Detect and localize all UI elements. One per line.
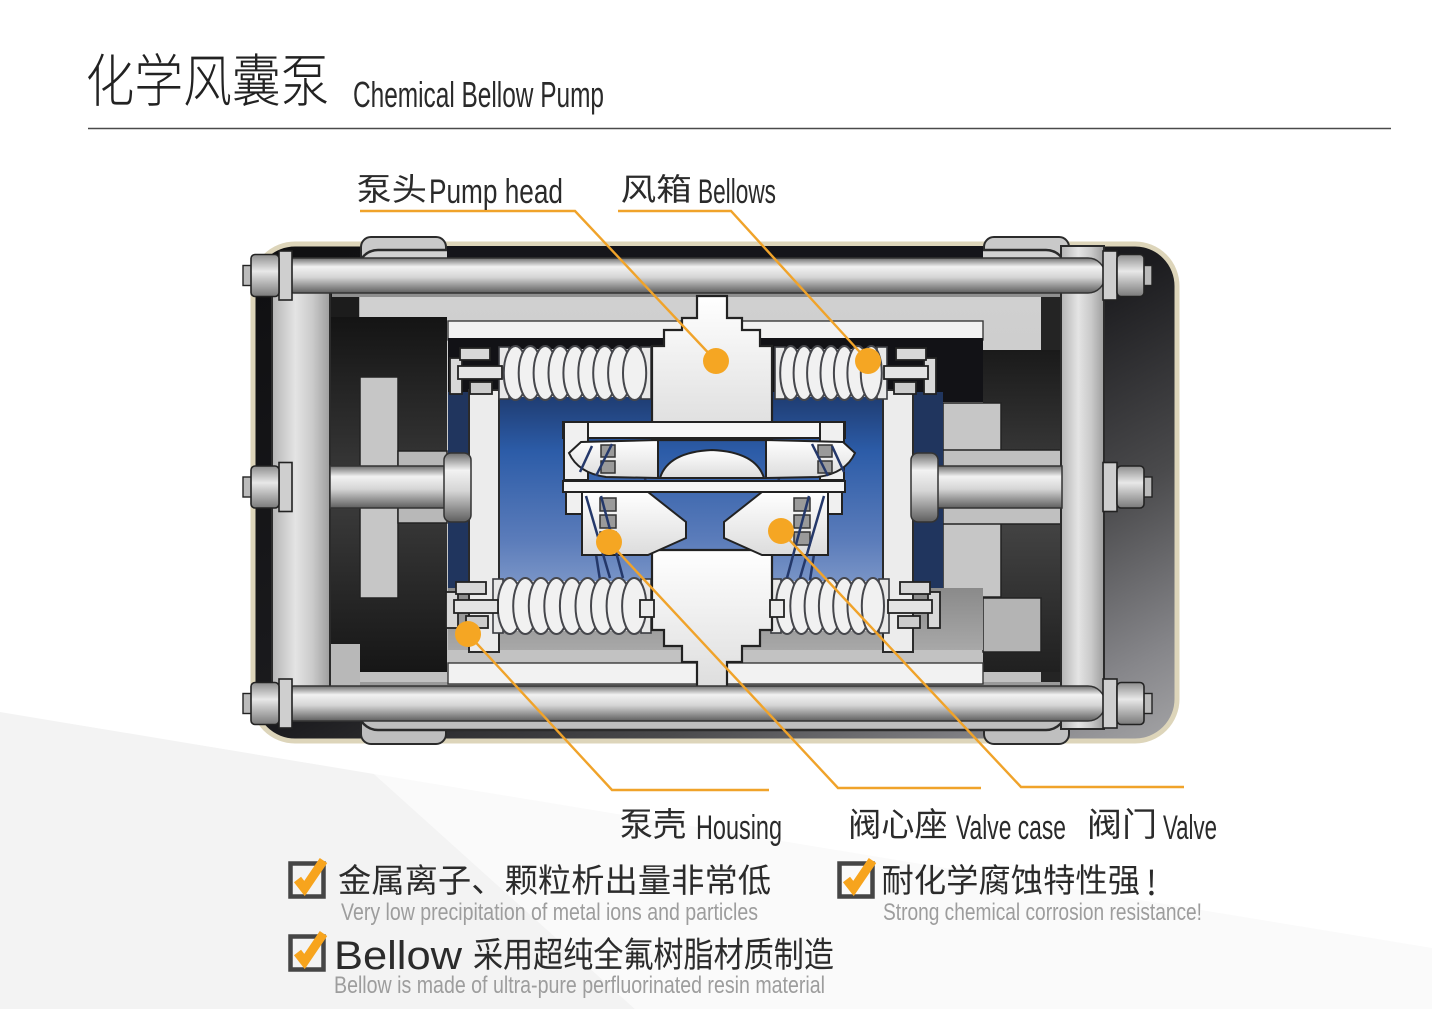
svg-text:Bellows: Bellows [698,173,776,211]
svg-text:Chemical Bellow Pump: Chemical Bellow Pump [353,74,604,115]
svg-text:Valve: Valve [1163,809,1217,847]
svg-text:Pump head: Pump head [429,173,563,211]
svg-text:Bellow: Bellow [334,934,462,978]
svg-text:Valve case: Valve case [956,809,1066,847]
svg-text:Very low precipitation of meta: Very low precipitation of metal ions and… [341,899,758,926]
svg-text:Bellow is made of ultra-pure p: Bellow is made of ultra-pure perfluorina… [334,972,825,999]
svg-text:Housing: Housing [696,809,782,847]
svg-text:Strong chemical corrosion resi: Strong chemical corrosion resistance! [883,899,1202,926]
